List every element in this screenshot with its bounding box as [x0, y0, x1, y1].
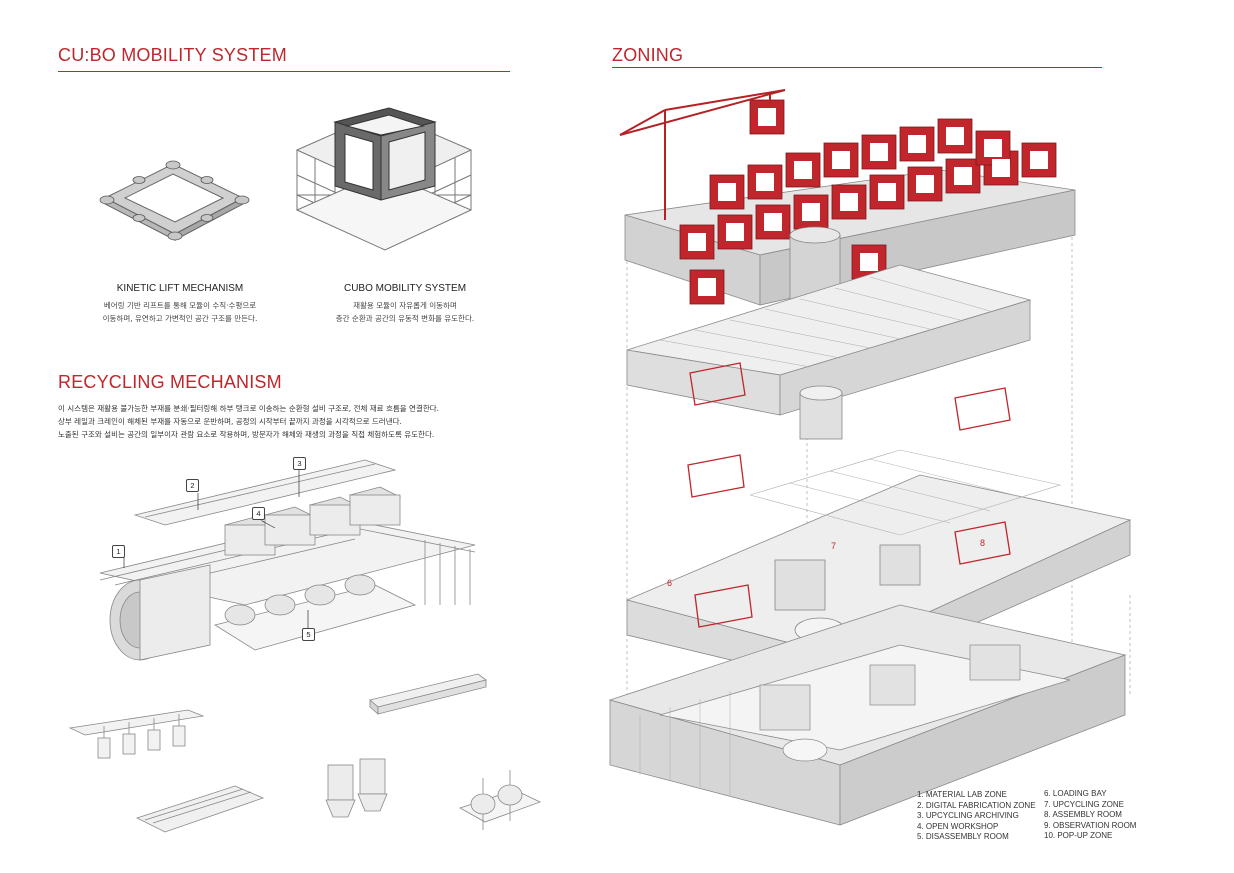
zone-label-7: 7	[831, 541, 837, 551]
zoning-legend-col1: 1. MATERIAL LAB ZONE 2. DIGITAL FABRICAT…	[917, 790, 1036, 843]
callout-1: 1	[112, 545, 125, 558]
legend-item-3: 3. UPCYCLING ARCHIVING	[917, 811, 1019, 821]
kinetic-lift-desc-2: 이동하며, 유연하고 가변적인 공간 구조를 만든다.	[102, 314, 258, 323]
legend-item-10: 10. POP-UP ZONE	[1044, 831, 1113, 841]
zoning-legend-col2: 6. LOADING BAY 7. UPCYCLING ZONE 8. ASSE…	[1044, 789, 1136, 842]
legend-item-9: 9. OBSERVATION ROOM	[1044, 820, 1137, 830]
recycling-desc-1: 이 시스템은 재활용 불가능한 부재를 분쇄·필터링해 하부 탱크로 이송하는 …	[58, 404, 440, 413]
legend-item-8: 8. ASSEMBLY ROOM	[1044, 810, 1122, 820]
callout-2: 2	[186, 479, 199, 492]
cubo-mobility-desc-1: 재활용 모듈이 자유롭게 이동하며	[353, 301, 457, 310]
legend-item-2: 2. DIGITAL FABRICATION ZONE	[917, 800, 1036, 810]
kinetic-lift-illustration	[99, 160, 250, 241]
zone-label-6: 6	[667, 578, 673, 588]
cubo-mobility-desc-2: 층간 순환과 공간의 유동적 변화를 유도한다.	[335, 314, 475, 323]
conveyor-component	[135, 785, 265, 833]
tank-component	[459, 770, 542, 830]
upper-rail-component	[369, 673, 487, 715]
legend-item-1: 1. MATERIAL LAB ZONE	[917, 790, 1007, 799]
callout-4: 4	[252, 507, 265, 520]
crane-hoist-component	[68, 709, 205, 759]
zone-label-8: 8	[980, 538, 986, 548]
legend-item-6: 6. LOADING BAY	[1044, 789, 1107, 798]
zoning-section-title: ZONING	[612, 45, 684, 65]
mobility-title-rule	[58, 71, 510, 72]
mobility-section-title: CU:BO MOBILITY SYSTEM	[58, 45, 287, 65]
callout-3: 3	[293, 457, 306, 470]
hopper-component	[325, 758, 388, 818]
zoning-title-rule	[612, 67, 1102, 68]
recycling-section-title: RECYCLING MECHANISM	[58, 372, 282, 392]
kinetic-lift-desc-1: 베어링 기반 리프트를 통해 모듈이 수직·수평으로	[103, 301, 257, 310]
recycling-desc-2: 상부 레일과 크레인이 해체된 부재를 자동으로 운반하며, 공정의 시작부터 …	[58, 417, 402, 426]
zoning-exploded-axonometric	[608, 89, 1132, 826]
legend-item-4: 4. OPEN WORKSHOP	[917, 821, 999, 831]
cubo-mobility-title: CUBO MOBILITY SYSTEM	[343, 283, 467, 294]
recycling-desc-3: 노출된 구조와 설비는 공간의 일부이자 관람 요소로 작용하며, 방문자가 해…	[58, 430, 435, 439]
recycling-machine-diagram	[99, 459, 476, 661]
legend-item-5: 5. DISASSEMBLY ROOM	[917, 832, 1009, 842]
legend-item-7: 7. UPCYCLING ZONE	[1044, 799, 1125, 809]
cubo-mobility-illustration	[295, 107, 473, 251]
kinetic-lift-title: KINETIC LIFT MECHANISM	[116, 283, 244, 294]
callout-5: 5	[302, 628, 315, 641]
